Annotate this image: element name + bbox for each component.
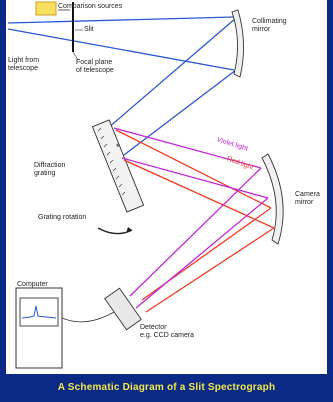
telescope-ray-lower (7, 28, 235, 71)
label-diffraction-grating: Diffraction grating (34, 162, 66, 177)
detector-cable (61, 311, 115, 323)
collimated-ray-lower (123, 69, 237, 156)
grating-teeth (97, 127, 126, 196)
label-comparison-sources: Comparison sources (58, 3, 123, 10)
red-beam (115, 129, 275, 313)
focal-plane-pointer (72, 51, 79, 61)
spectrum-trace (21, 305, 57, 319)
label-focal-plane: Focal plane of telescope (76, 59, 114, 74)
label-collimating-mirror: Collimating mirror (252, 18, 287, 33)
telescope-ray-upper (7, 16, 235, 24)
label-camera-mirror: Camera mirror (295, 191, 320, 206)
label-light-from-telescope: Light from telescope (8, 57, 40, 72)
collimated-ray-upper (107, 17, 237, 129)
label-slit: Slit (84, 26, 94, 33)
figure-caption: A Schematic Diagram of a Slit Spectrogra… (57, 382, 276, 393)
comparison-source-box (35, 1, 57, 16)
label-grating-rotation: Grating rotation (38, 214, 87, 221)
label-detector: Detector e.g. CCD camera (140, 324, 195, 339)
diffraction-grating (91, 119, 145, 213)
spectrograph-diagram: * (7, 1, 284, 369)
collimating-mirror (231, 9, 245, 78)
computer-screen (19, 297, 59, 327)
camera-mirror (261, 153, 284, 245)
violet-beam (113, 127, 269, 309)
rotation-arrowhead (126, 227, 132, 233)
grating-star: * (116, 142, 120, 152)
label-computer: Computer (17, 281, 48, 288)
ccd-detector (104, 287, 142, 331)
